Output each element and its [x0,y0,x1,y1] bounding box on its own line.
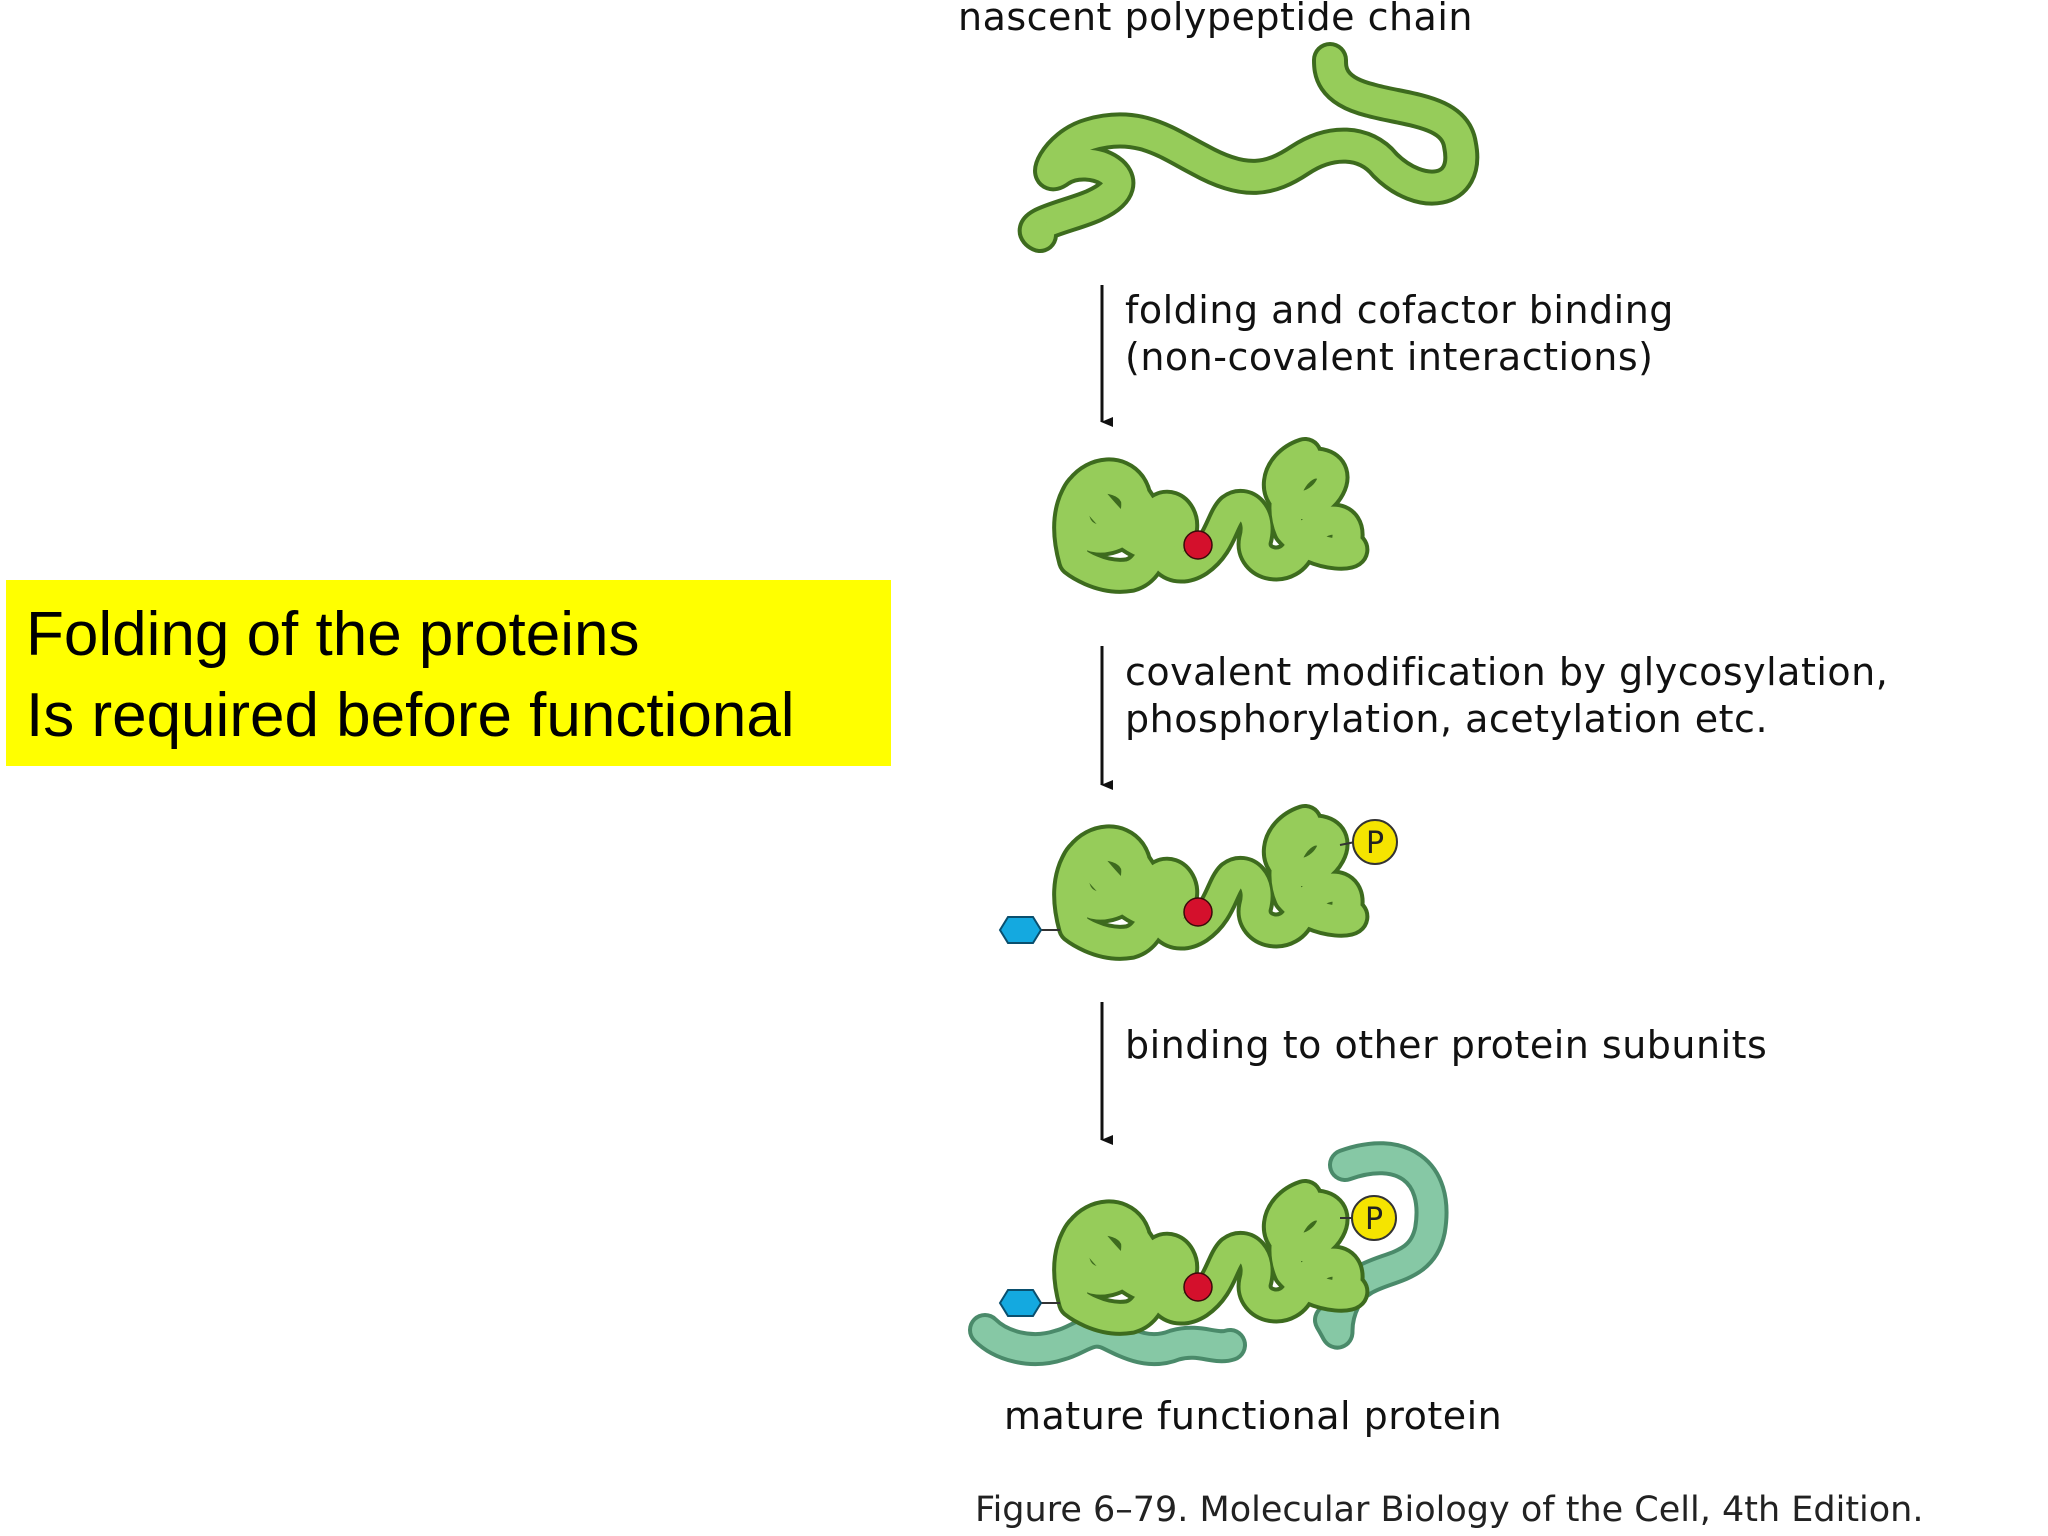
partner-subunit-right [1313,1141,1449,1350]
phosphate-letter: P [1365,1202,1383,1237]
mature-functional-protein: P [968,1141,1449,1367]
phosphate-group-icon [1352,819,1398,865]
step3-label: binding to other protein subunits [1125,1023,1768,1067]
modified-protein: P [998,819,1398,944]
phosphate-group-icon [1351,1195,1397,1241]
step1-label-line2: (non-covalent interactions) [1125,335,1654,379]
callout-line-2: Is required before functional [26,681,795,750]
callout-box: Folding of the proteins Is required befo… [6,580,891,766]
glycosyl-group-icon [998,1289,1043,1317]
nascent-chain-label: nascent polypeptide chain [958,0,1473,39]
glycosyl-group-icon [998,916,1043,944]
callout-line-1: Folding of the proteins [26,600,640,669]
nascent-polypeptide-chain [1017,42,1480,253]
step2-label-line1: covalent modification by glycosylation, [1125,650,1889,694]
step1-label-line1: folding and cofactor binding [1125,288,1674,332]
phosphate-letter: P [1366,826,1384,861]
mature-protein-label: mature functional protein [1004,1394,1503,1438]
figure-caption: Figure 6–79. Molecular Biology of the Ce… [975,1490,1924,1530]
step2-label-line2: phosphorylation, acetylation etc. [1125,697,1769,741]
folded-protein-with-cofactor [1070,455,1351,576]
